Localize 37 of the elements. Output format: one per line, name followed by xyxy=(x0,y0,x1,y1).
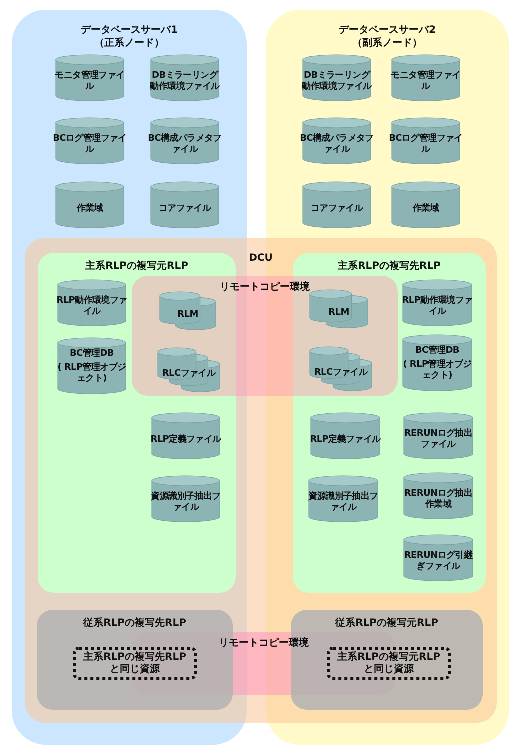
cylinder-label: ( RLP管理オブジェクト) xyxy=(402,360,473,382)
cylinder-label: RLP定義ファイル xyxy=(150,434,222,446)
panel-title: 従系RLPの複写先RLP xyxy=(82,617,188,630)
cylinder-label: RLP動作環境ファイル xyxy=(401,296,474,318)
cylinder-label: 資源識別子抽出ファイル xyxy=(308,492,380,514)
cylinder-label: RLP動作環境ファイル xyxy=(56,296,128,318)
box-label: 主系RLPの複写先RLPと同じ資源 xyxy=(82,652,188,676)
box-label: 主系RLPの複写元RLPと同じ資源 xyxy=(336,652,442,676)
cylinder-label: 作業域 xyxy=(412,204,440,214)
panel-title: リモートコピー環境 xyxy=(219,281,311,294)
panel-title: データベースサーバ2（副系ノード） xyxy=(338,24,437,50)
cylinder-label: BC管理DB xyxy=(70,349,114,360)
cylinder-label: BCログ管理ファイル xyxy=(53,134,127,156)
cylinder-label: 資源識別子抽出ファイル xyxy=(150,492,222,514)
panel-title: 従系RLPの複写元RLP xyxy=(334,617,440,630)
cylinder-label: モニタ管理ファイル xyxy=(54,71,126,93)
cylinder-label: DBミラーリング動作環境ファイル xyxy=(149,71,222,93)
panel-title: データベースサーバ1（正系ノード） xyxy=(80,24,179,50)
panel-title: 主系RLPの複写元RLP xyxy=(84,260,190,273)
cylinder-label: RERUNログ引継ぎファイル xyxy=(403,551,474,573)
cylinder-label: RLCファイル xyxy=(162,368,216,380)
cylinder-label: RERUNログ抽出作業域 xyxy=(403,489,474,511)
cylinder-label: コアファイル xyxy=(310,204,364,214)
panel-title: DCU xyxy=(248,252,274,265)
cylinder-label: RLM xyxy=(178,310,198,320)
cylinder-label: RLM xyxy=(328,308,350,318)
cylinder-label: RERUNログ抽出ファイル xyxy=(403,429,474,451)
cylinder-label: ( RLP管理オブジェクト) xyxy=(56,363,128,385)
cylinder-label: RLCファイル xyxy=(314,368,368,378)
cylinder-label: BC構成パラメタファイル xyxy=(148,134,222,156)
cylinder-label: BC管理DB xyxy=(416,346,460,357)
cylinder-label: RLP定義ファイル xyxy=(310,434,381,446)
cylinder-label: コアファイル xyxy=(158,204,212,214)
panel-title: 主系RLPの複写先RLP xyxy=(337,260,442,273)
cylinder-label: 作業域 xyxy=(76,204,104,214)
panel-title: リモートコピー環境 xyxy=(218,637,310,650)
cylinder-label: モニタ管理ファイル xyxy=(390,71,462,93)
